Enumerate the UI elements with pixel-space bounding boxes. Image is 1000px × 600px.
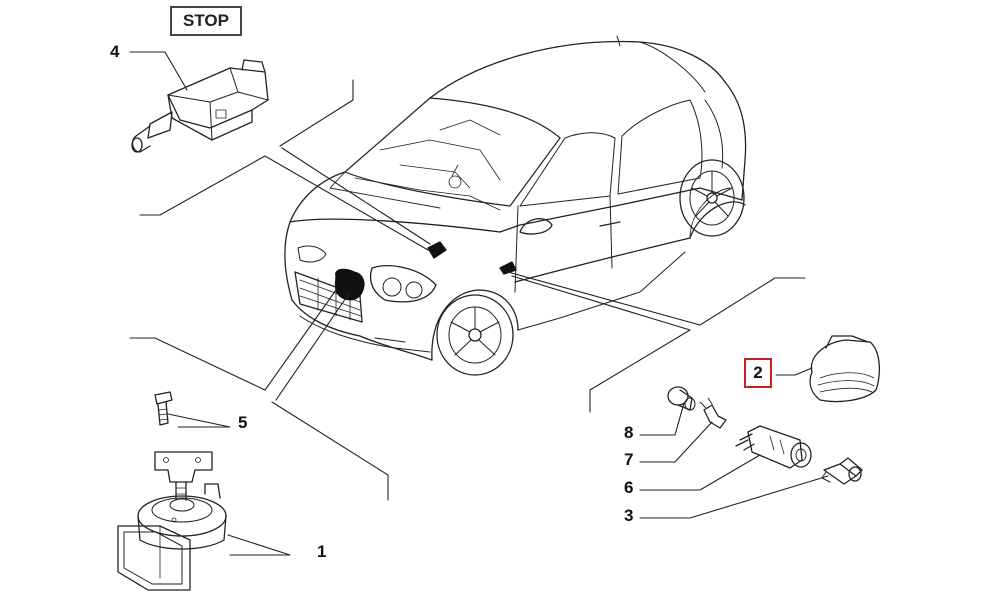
- stop-switch-part: [131, 59, 269, 153]
- callout-1: 1: [317, 542, 327, 561]
- side-repeater-part: [809, 335, 881, 403]
- car-illustration: [284, 35, 747, 376]
- horn-part: [117, 451, 227, 591]
- cap-part: [667, 386, 696, 411]
- bulb-part: [821, 457, 863, 485]
- callout-2: 2: [753, 363, 763, 382]
- horn-location-marker: [334, 268, 365, 301]
- lamp-holder-part: [735, 425, 812, 469]
- leader-lines: [129, 51, 829, 556]
- callout-4: 4: [110, 42, 120, 61]
- location-markers: [334, 241, 517, 301]
- side-repeater-location-marker: [499, 261, 517, 275]
- callout-6: 6: [624, 478, 634, 497]
- callout-7: 7: [624, 450, 634, 469]
- bolt-part: [154, 391, 173, 426]
- stop-label: STOP: [170, 6, 242, 36]
- stop-switch-location-marker: [427, 241, 447, 259]
- callout-5: 5: [238, 413, 248, 432]
- callout-3: 3: [624, 506, 634, 525]
- clip-part: [699, 397, 727, 429]
- callout-2-highlighted: 2: [744, 358, 772, 388]
- callout-8: 8: [624, 423, 634, 442]
